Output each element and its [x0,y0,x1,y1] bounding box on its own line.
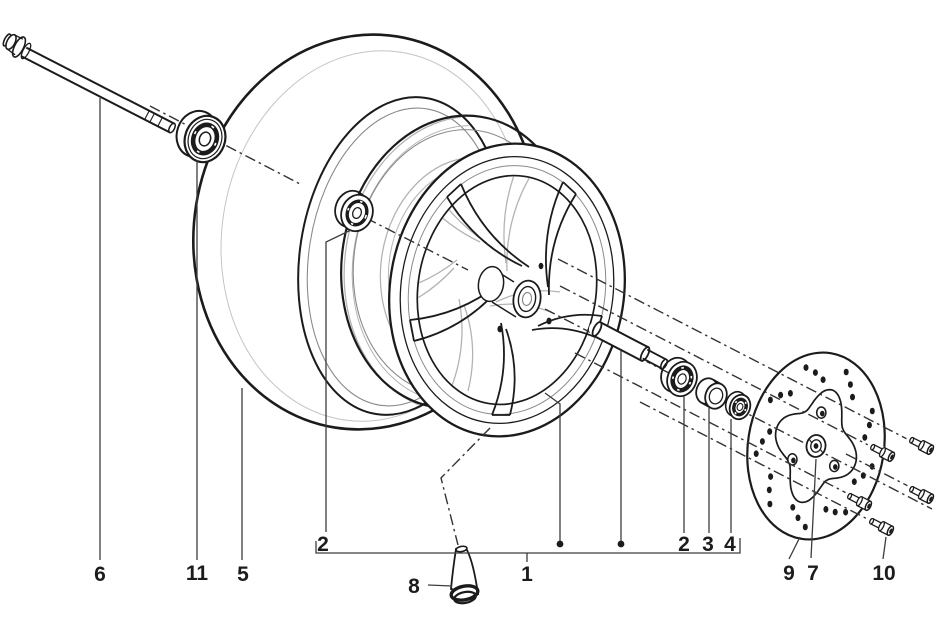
screw-axis-line-3 [845,453,911,488]
leader-10 [882,536,887,560]
screw-axis-line-2 [559,285,871,447]
wheel-spokes [409,181,603,416]
screw-axis-line-5 [639,401,882,527]
callout-label-2-right: 2 [678,533,690,556]
callout-label-10: 10 [872,562,895,585]
screw-axis-line-4 [574,352,859,500]
callout-label-7: 7 [807,562,819,585]
left-bearing-axis-line [365,217,469,271]
valve-position-line [440,427,491,546]
callout-label-6: 6 [94,563,106,586]
axle-bearing [175,109,227,164]
leader-dot-a [544,392,561,541]
callout-label-4: 4 [724,533,736,556]
leader-8 [427,584,453,587]
screw-axis-line-1 [557,258,910,441]
disc-screw [844,490,876,513]
disc-screw [906,434,938,457]
wheel-bearing-right [660,356,698,398]
callout-label-9: 9 [783,562,795,585]
callout-label-2-left: 2 [317,533,329,556]
assembly-bracket [315,538,741,554]
disc-screw [866,515,898,538]
tire-valve [449,545,480,605]
spacer [695,377,728,410]
leader-2-left [325,229,352,532]
callout-label-11: 11 [186,562,209,585]
disc-drilled-holes [753,364,875,531]
callout-label-5: 5 [237,563,249,586]
hub-nut [805,434,827,458]
wheel-hub [477,265,542,319]
leader-7 [810,458,817,559]
disc-screw [906,483,938,506]
wheel-rim [340,114,626,438]
front-axle [2,33,176,134]
callout-label-3: 3 [702,533,714,556]
seal [724,390,752,421]
leader-9 [788,536,801,560]
callout-label-8: 8 [408,575,420,598]
callout-leader-lines [99,98,887,587]
leader-dot-a-end [556,540,564,548]
disc-screw [867,441,899,464]
disc-screws [844,434,938,538]
callout-label-1: 1 [521,563,533,586]
hub-spacer-tube [589,321,670,370]
leader-dot-b-end [617,540,625,548]
axle-axis-line [149,105,303,186]
callout-labels: 6 11 5 2 8 1 2 3 4 9 7 10 [94,533,896,598]
